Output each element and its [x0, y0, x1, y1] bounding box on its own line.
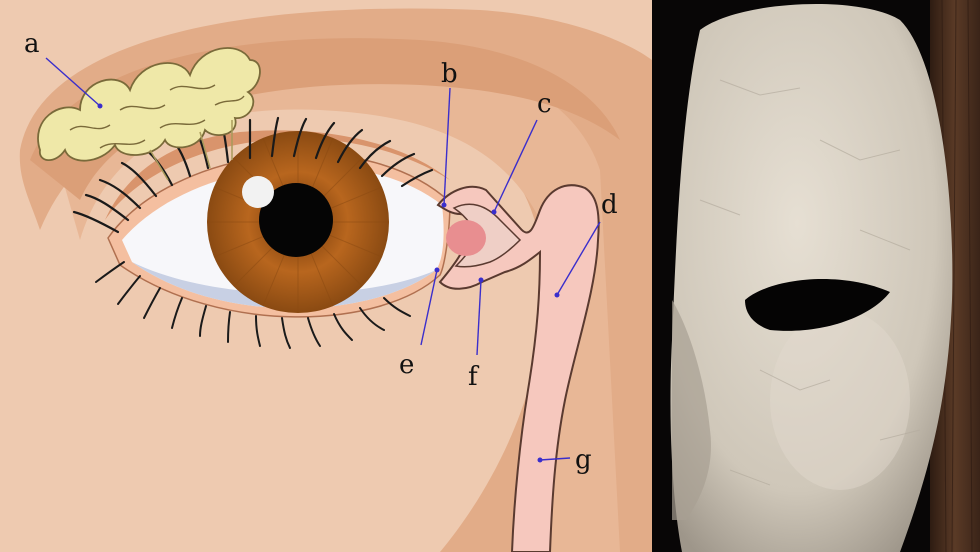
mask-photo [652, 0, 980, 552]
label-a: a [24, 29, 40, 59]
excretory-ducts [149, 120, 233, 181]
pupil [259, 183, 333, 257]
lacrimal-gland [37, 47, 261, 162]
mask-texture [699, 79, 921, 486]
eye-highlight [242, 176, 274, 208]
label-d: d [601, 190, 618, 220]
caruncle [446, 220, 486, 256]
sclera-shadow [132, 262, 436, 309]
leader-lines [45, 57, 601, 461]
mask-face [670, 4, 953, 552]
leader-dots [97, 103, 560, 463]
label-f: f [468, 362, 480, 392]
label-g: g [575, 445, 592, 475]
gland-lobule-lines [69, 84, 245, 149]
lower-eyelashes [95, 261, 411, 349]
mask-nose-shadow [672, 300, 711, 520]
label-b: b [441, 59, 458, 89]
eye-illustration: a b c d e f g [0, 0, 652, 552]
label-e: e [399, 350, 414, 380]
eyelid-fold [105, 130, 450, 220]
mask-cheek-highlight [770, 310, 910, 490]
label-c: c [537, 89, 552, 119]
mask-eye-hole [745, 278, 890, 331]
